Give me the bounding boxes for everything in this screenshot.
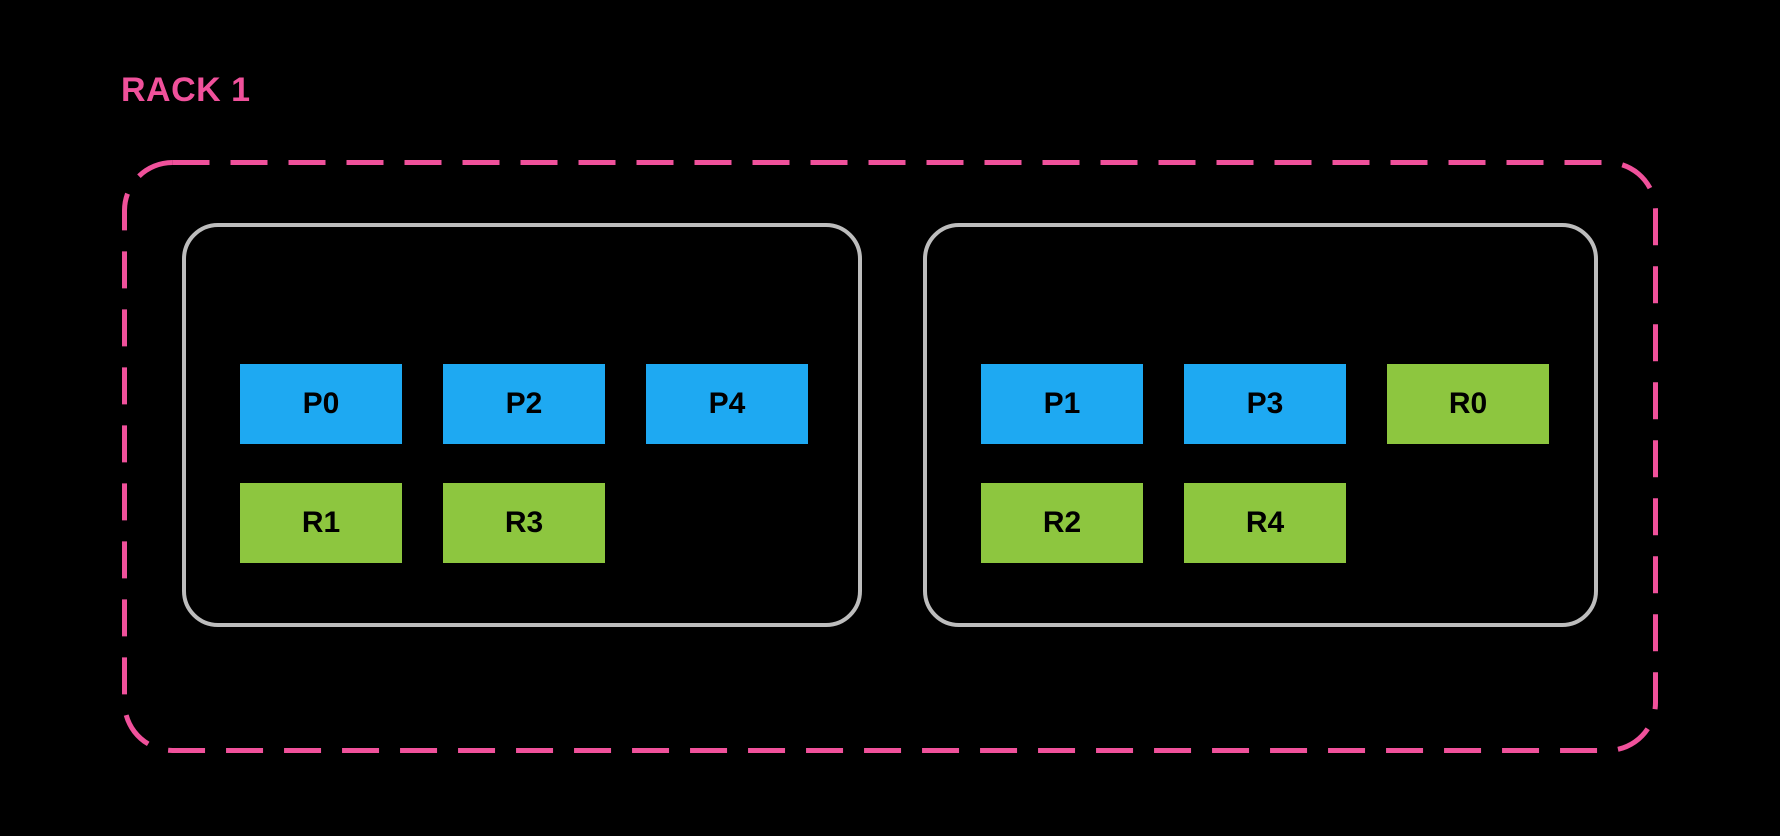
- node-2-row-1: P1 P3 R0: [981, 364, 1594, 444]
- partition-box-p4: P4: [646, 364, 808, 444]
- node-1-row-2: R1 R3: [240, 483, 858, 563]
- partition-box-p3: P3: [1184, 364, 1346, 444]
- replica-box-r4: R4: [1184, 483, 1346, 563]
- node-container-1: P0 P2 P4 R1 R3: [182, 223, 862, 627]
- node-container-2: P1 P3 R0 R2 R4: [923, 223, 1598, 627]
- rack-label: RACK 1: [121, 71, 251, 109]
- node-2-row-2: R2 R4: [981, 483, 1594, 563]
- partition-box-p0: P0: [240, 364, 402, 444]
- replica-box-r1: R1: [240, 483, 402, 563]
- node-1-row-1: P0 P2 P4: [240, 364, 858, 444]
- replica-box-r2: R2: [981, 483, 1143, 563]
- partition-box-p2: P2: [443, 364, 605, 444]
- replica-box-r3: R3: [443, 483, 605, 563]
- replica-box-r0: R0: [1387, 364, 1549, 444]
- partition-box-p1: P1: [981, 364, 1143, 444]
